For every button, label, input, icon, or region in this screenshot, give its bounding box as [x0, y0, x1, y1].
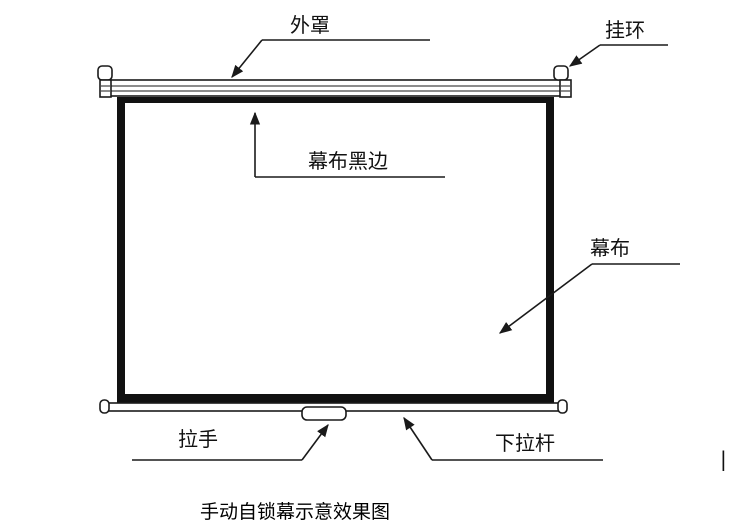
- label-bottom-bar-text: 下拉杆: [495, 431, 555, 455]
- right-end-cap: [553, 65, 572, 98]
- screen-fabric: [117, 97, 554, 403]
- label-black-border: 幕布黑边: [249, 111, 445, 178]
- label-black-border-text: 幕布黑边: [308, 149, 388, 173]
- label-hanging-ring-text: 挂环: [605, 18, 645, 42]
- label-pull-handle-text: 拉手: [178, 427, 218, 451]
- label-cover: 外罩: [231, 13, 430, 78]
- left-end-cap: [97, 65, 113, 98]
- label-hanging-ring: 挂环: [568, 18, 668, 67]
- pull-handle: [301, 406, 347, 421]
- label-screen-fabric: 幕布: [498, 236, 680, 334]
- diagram-caption: 手动自锁幕示意效果图: [200, 501, 390, 523]
- stray-mark: |: [720, 447, 727, 471]
- label-pull-handle: 拉手: [132, 423, 329, 461]
- label-cover-text: 外罩: [290, 13, 330, 37]
- top-housing: [109, 79, 563, 97]
- label-bottom-bar: 下拉杆: [403, 416, 603, 461]
- label-screen-fabric-text: 幕布: [590, 236, 630, 260]
